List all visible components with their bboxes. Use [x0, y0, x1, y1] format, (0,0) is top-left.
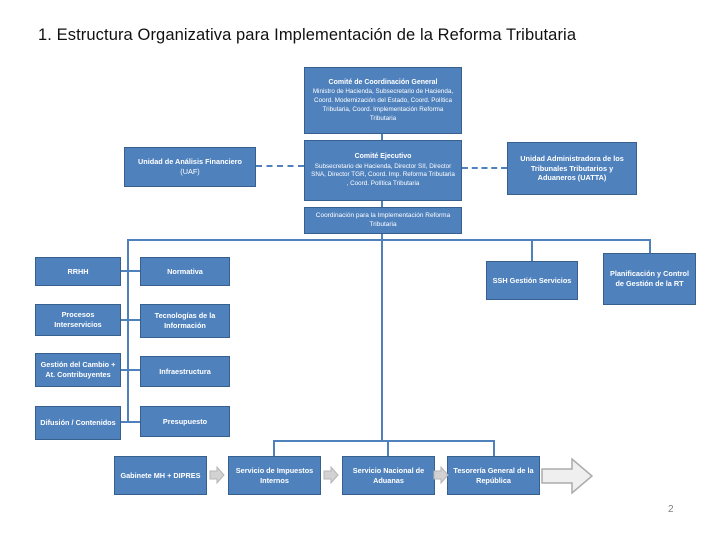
- box-infraestructura: Infraestructura: [140, 356, 230, 387]
- connector-line: [121, 319, 129, 321]
- box-title: Comité Ejecutivo: [354, 153, 412, 161]
- connector-line: [381, 201, 383, 207]
- box-label: Difusión / Contenidos: [40, 418, 116, 428]
- box-procesos-interservicios: Procesos Interservicios: [35, 304, 121, 336]
- box-uaf: Unidad de Análisis Financiero (UAF): [124, 147, 256, 187]
- box-coordinacion-implementacion: Coordinación para la Implementación Refo…: [304, 207, 462, 234]
- box-label: Servicio Nacional de Aduanas: [352, 465, 425, 485]
- big-arrow-right-icon: [541, 457, 594, 495]
- connector-line: [381, 134, 383, 140]
- box-body: Subsecretario de Hacienda, Director SII,…: [311, 162, 455, 188]
- box-label: SSH Gestión Servicios: [492, 275, 572, 285]
- box-tesoreria-general: Tesorería General de la República: [447, 456, 540, 495]
- box-label: Planificación y Control de Gestión de la…: [609, 269, 690, 288]
- box-tecnologias-informacion: Tecnologías de la Información: [140, 304, 230, 338]
- connector-line: [127, 319, 140, 321]
- connector-line: [273, 440, 495, 442]
- box-label: Tecnologías de la Información: [154, 311, 216, 330]
- box-rrhh: RRHH: [35, 257, 121, 286]
- box-gabinete-mh-dipres: Gabinete MH + DIPRES: [114, 456, 207, 495]
- box-presupuesto: Presupuesto: [140, 406, 230, 437]
- box-gestion-del-cambio: Gestión del Cambio + At. Contribuyentes: [35, 353, 121, 387]
- connector-line: [381, 234, 383, 441]
- box-label: Infraestructura: [159, 366, 211, 376]
- box-label: Normativa: [167, 266, 203, 276]
- box-planificacion-control: Planificación y Control de Gestión de la…: [603, 253, 696, 305]
- box-label: Presupuesto: [162, 416, 208, 426]
- uaf-suffix: (UAF): [180, 167, 200, 176]
- box-servicio-impuestos-internos: Servicio de Impuestos Internos: [228, 456, 321, 495]
- box-body: Ministro de Hacienda, Subsecretario de H…: [312, 88, 454, 122]
- box-label: Unidad de Análisis Financiero (UAF): [125, 155, 255, 179]
- uaf-title: Unidad de Análisis Financiero: [138, 157, 242, 167]
- arrow-right-icon: [433, 466, 449, 484]
- connector-line: [649, 239, 651, 253]
- box-label: Coordinación para la Implementación Refo…: [315, 211, 451, 228]
- connector-line: [127, 270, 140, 272]
- box-difusion-contenidos: Difusión / Contenidos: [35, 406, 121, 440]
- box-label: Servicio de Impuestos Internos: [235, 465, 314, 485]
- connector-line: [127, 239, 129, 423]
- connector-line: [121, 369, 129, 371]
- connector-line-dashed: [256, 165, 304, 167]
- box-label: Procesos Interservicios: [54, 310, 102, 329]
- box-title: Comité de Coordinación General: [328, 78, 438, 86]
- connector-line: [493, 440, 495, 456]
- connector-line-dashed: [462, 167, 507, 169]
- box-comite-coordinacion-general: Comité de Coordinación General Ministro …: [304, 67, 462, 134]
- page-number: 2: [668, 504, 674, 515]
- box-label: RRHH: [67, 266, 89, 276]
- connector-line: [387, 440, 389, 456]
- connector-line: [127, 369, 140, 371]
- box-comite-ejecutivo: Comité Ejecutivo Subsecretario de Hacien…: [304, 140, 462, 201]
- connector-line: [127, 421, 140, 423]
- connector-line: [121, 270, 129, 272]
- slide-title: 1. Estructura Organizativa para Implemen…: [38, 26, 577, 44]
- connector-line: [273, 440, 275, 456]
- connector-line: [531, 239, 533, 261]
- box-uatta: Unidad Administradora de los Tribunales …: [507, 142, 637, 195]
- box-label: Gabinete MH + DIPRES: [120, 470, 201, 480]
- box-ssh-gestion-servicios: SSH Gestión Servicios: [486, 261, 578, 300]
- box-label: Gestión del Cambio + At. Contribuyentes: [40, 360, 116, 379]
- box-label: Unidad Administradora de los Tribunales …: [520, 153, 624, 183]
- arrow-right-icon: [209, 466, 225, 484]
- arrow-right-icon: [323, 466, 339, 484]
- connector-line: [121, 421, 129, 423]
- box-label: Tesorería General de la República: [453, 465, 534, 485]
- box-normativa: Normativa: [140, 257, 230, 286]
- connector-line: [127, 239, 651, 241]
- box-servicio-nacional-aduanas: Servicio Nacional de Aduanas: [342, 456, 435, 495]
